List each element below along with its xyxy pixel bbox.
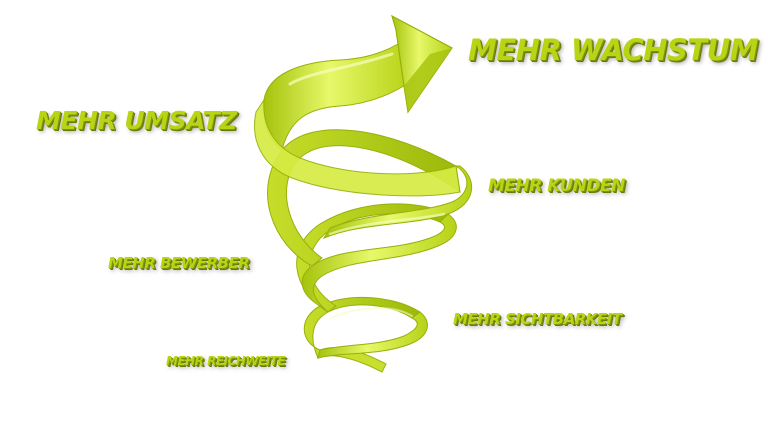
spiral-loop-lower-front (317, 311, 428, 359)
label-mehr-wachstum: MEHR WACHSTUM (468, 33, 759, 67)
arrow-head-shade (404, 48, 452, 112)
label-mehr-kunden: MEHR KUNDEN (488, 176, 625, 196)
spiral-loop-upper-front (322, 165, 473, 240)
spiral-upper-band (254, 98, 461, 197)
spiral-highlight-lower (329, 307, 413, 319)
label-mehr-sichtbarkeit: MEHR SICHTBARKEIT (453, 310, 622, 328)
spiral-highlight-middle (328, 212, 446, 236)
spiral-highlight-top (288, 52, 394, 86)
label-mehr-umsatz: MEHR UMSATZ (36, 106, 237, 135)
spiral-loop-middle-front (301, 213, 457, 313)
label-mehr-bewerber: MEHR BEWERBER (108, 254, 250, 272)
label-mehr-reichweite: MEHR REICHWEITE (166, 354, 286, 368)
